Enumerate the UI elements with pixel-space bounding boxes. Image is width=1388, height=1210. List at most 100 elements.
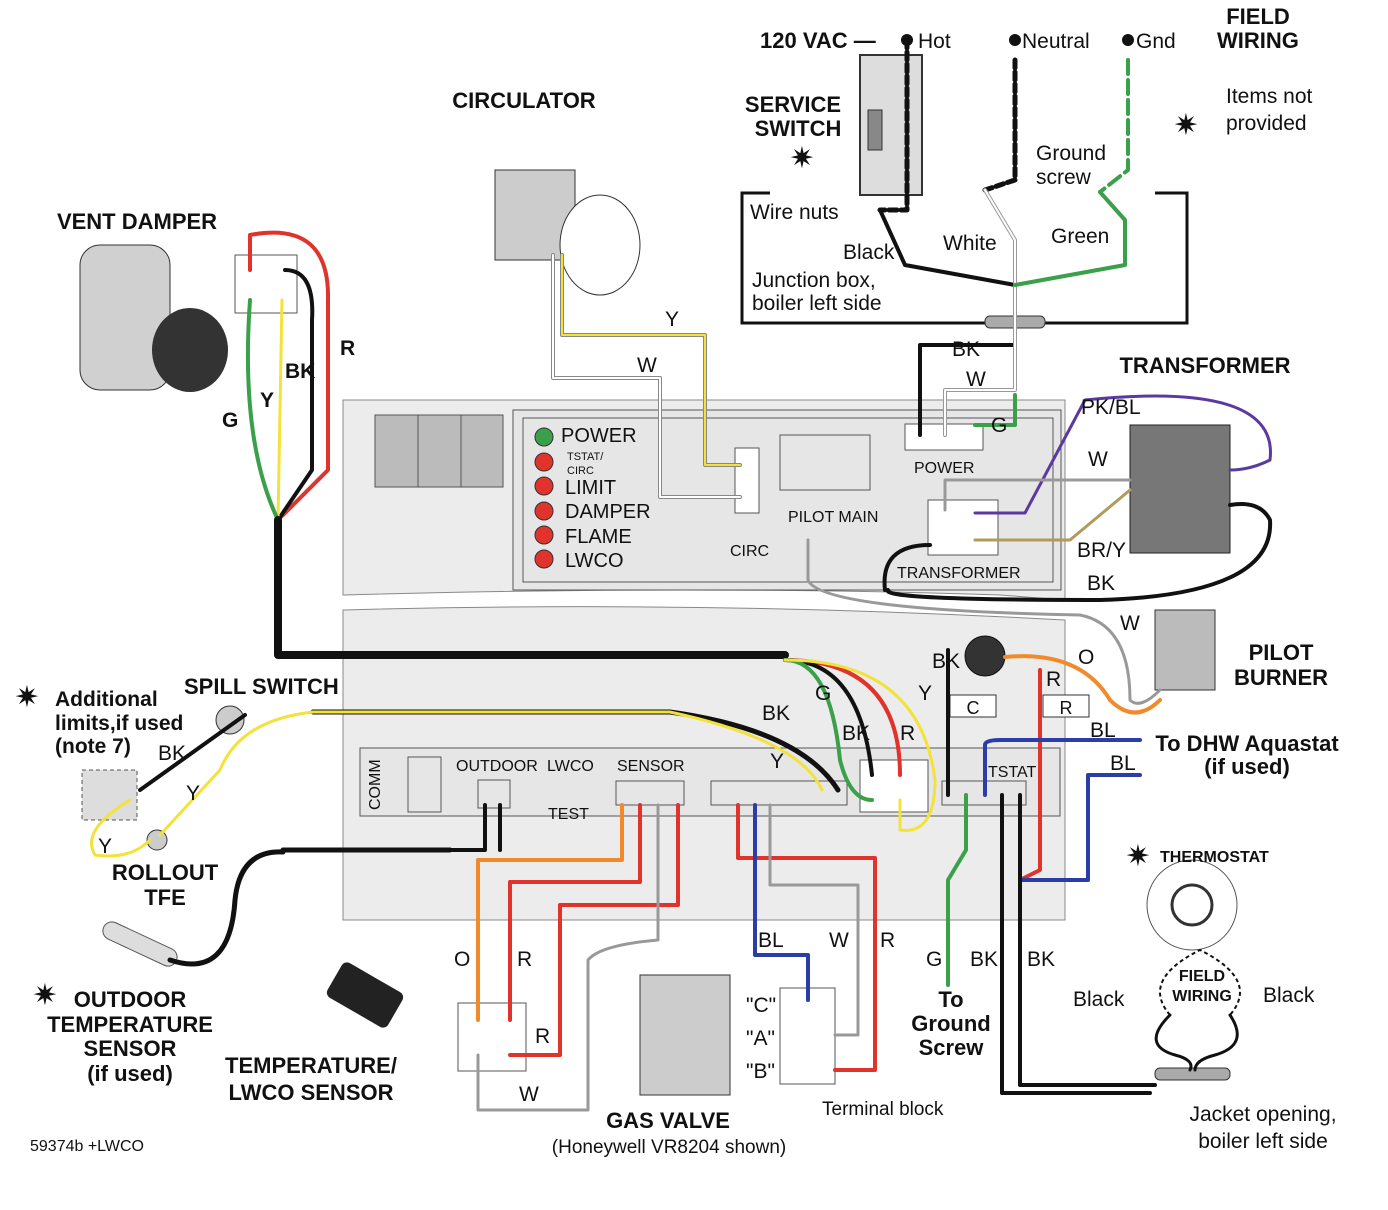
wire-label: PK/BL	[1081, 396, 1141, 419]
wire-nuts-label: Wire nuts	[750, 201, 839, 224]
vent-damper-motor	[152, 308, 228, 392]
led-power	[534, 427, 554, 447]
wire-label: Y	[770, 750, 784, 773]
circ-label: CIRC	[730, 543, 769, 560]
wire-label: R	[517, 948, 532, 971]
black-label: Black	[1073, 988, 1125, 1011]
pilot-burner-label: BURNER	[1234, 665, 1328, 690]
wire-label: G	[926, 948, 942, 971]
junction-box-label: boiler left side	[752, 292, 882, 315]
additional-limits-label: Additional	[55, 688, 158, 711]
transformer-connector	[927, 499, 999, 556]
terminal-a-label: "A"	[746, 1027, 775, 1050]
wires	[90, 37, 1273, 1112]
thermostat	[1146, 859, 1238, 951]
legend-text: provided	[1226, 112, 1307, 135]
dhw-aquastat-label: To DHW Aquastat	[1155, 731, 1339, 756]
star-icon: ✷	[14, 681, 39, 714]
wire-label: W	[966, 368, 986, 391]
wire-label: W	[637, 354, 657, 377]
r-terminal	[1042, 694, 1090, 718]
wire-label: W	[829, 929, 849, 952]
led-damper	[534, 501, 554, 521]
circ-connector	[734, 447, 760, 514]
terminal-block-label: Terminal block	[822, 1099, 944, 1120]
wire-label: Y	[918, 682, 932, 705]
wire-label: W	[519, 1083, 539, 1106]
wire-label: R	[535, 1025, 550, 1048]
outdoor-label: OUTDOOR	[456, 758, 538, 775]
wire-label: BK	[970, 948, 998, 971]
junction-box-label: Junction box,	[752, 269, 876, 292]
ground-screw-note: To	[938, 987, 963, 1012]
wire-label: BK	[1087, 572, 1115, 595]
wire-label: G	[991, 414, 1007, 437]
vent-damper-label: VENT DAMPER	[57, 209, 217, 234]
temperature-lwco-sensor	[326, 962, 404, 1028]
sensor-connector	[615, 780, 685, 806]
led-label: FLAME	[565, 526, 632, 548]
led-label: POWER	[561, 425, 637, 447]
rollout-label: TFE	[144, 885, 186, 910]
transformer-label: TRANSFORMER	[1119, 353, 1290, 378]
wire-label: R	[340, 337, 355, 360]
wire-label: BK	[952, 338, 980, 361]
voltage-label: 120 VAC —	[760, 28, 876, 53]
labels: 120 VAC — Hot Neutral Gnd FIELD WIRING I…	[30, 4, 1339, 1158]
circulator-motor	[559, 194, 641, 296]
service-switch-label: SERVICE	[745, 92, 841, 117]
pilot-main-label: PILOT MAIN	[788, 509, 878, 526]
wire-label: O	[454, 948, 470, 971]
neutral-label: Neutral	[1022, 30, 1090, 53]
ground-screw-label: Ground	[1036, 142, 1106, 165]
star-icon: ✷	[32, 979, 57, 1012]
led-label: LWCO	[565, 550, 624, 572]
pilot-burner	[1154, 609, 1216, 691]
field-wiring-outline	[1159, 948, 1241, 1016]
terminal-b-label: "B"	[746, 1060, 775, 1083]
c-terminal-label: C	[967, 698, 980, 718]
outdoor-connector	[477, 779, 511, 809]
led-lwco	[534, 549, 554, 569]
switch-toggle	[867, 109, 883, 151]
outdoor-sensor-label: SENSOR	[84, 1036, 177, 1061]
led-label: TSTAT/	[567, 451, 604, 463]
wire-label: Y	[186, 782, 200, 805]
outdoor-sensor-label: OUTDOOR	[74, 987, 187, 1012]
wire-label: BK	[932, 650, 960, 673]
outdoor-sensor-label: (if used)	[87, 1061, 173, 1086]
wire-label: BK	[762, 702, 790, 725]
wire-label: G	[815, 682, 831, 705]
sensor-label: SENSOR	[617, 758, 685, 775]
black-label: Black	[1263, 984, 1315, 1007]
pilot-burner-label: PILOT	[1249, 640, 1314, 665]
additional-limits-label: limits,if used	[55, 712, 183, 735]
wire-label: R	[900, 722, 915, 745]
wire-label: BL	[1090, 719, 1116, 742]
neutral-dot	[1009, 34, 1021, 46]
led-tstat-circ	[534, 452, 554, 472]
additional-limit	[81, 769, 138, 821]
vent-damper-plug	[234, 254, 298, 314]
junction-box	[740, 191, 1189, 325]
outdoor-sensor-label: TEMPERATURE	[47, 1012, 213, 1037]
tstat-label: TSTAT	[988, 764, 1037, 781]
comm-label: COMM	[367, 759, 384, 810]
black-label: Black	[843, 241, 895, 264]
field-wiring-title: WIRING	[1217, 28, 1299, 53]
lwco-sensor-label: TEMPERATURE/	[225, 1053, 397, 1078]
rollout-label: ROLLOUT	[112, 860, 219, 885]
r-terminal-label: R	[1060, 698, 1073, 718]
led-label: DAMPER	[565, 501, 651, 523]
spill-switch	[215, 705, 245, 735]
wire-label: BK	[842, 722, 870, 745]
comm-connector	[407, 756, 442, 813]
star-icon: ✷	[1173, 109, 1198, 142]
wire-label: Y	[665, 308, 679, 331]
legend-text: Items not	[1226, 85, 1313, 108]
transformer-connector-label: TRANSFORMER	[897, 565, 1021, 582]
circulator-label: CIRCULATOR	[452, 88, 596, 113]
terminal-c-label: "C"	[746, 994, 776, 1017]
field-wiring-title: FIELD	[1226, 4, 1290, 29]
